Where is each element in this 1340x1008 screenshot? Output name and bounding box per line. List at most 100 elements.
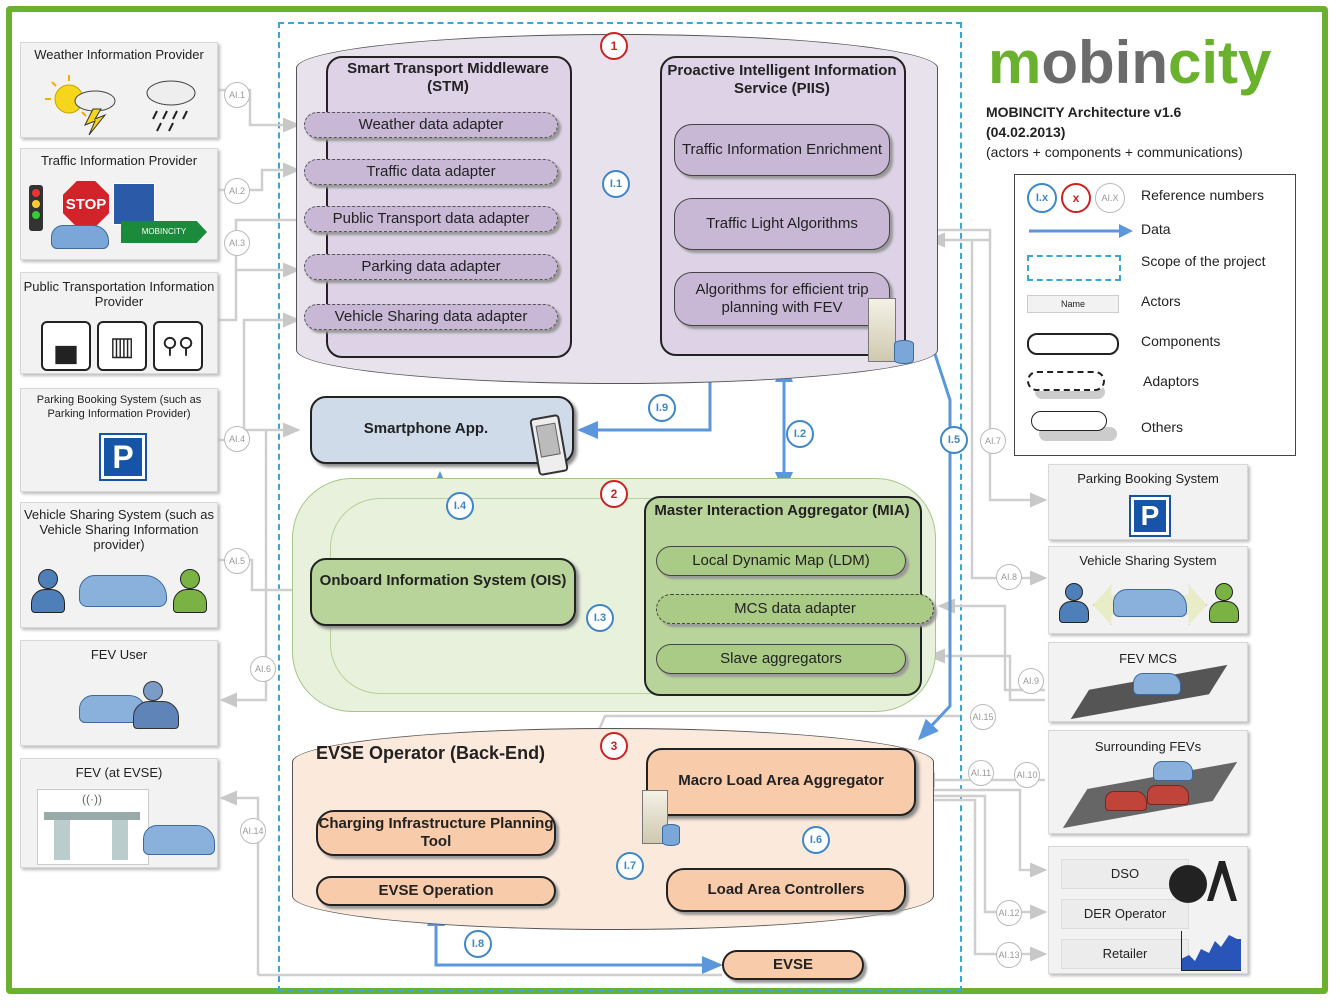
slave-aggregators: Slave aggregators: [656, 644, 906, 674]
header-title: MOBINCITY Architecture v1.6: [986, 104, 1182, 120]
stm-title: Smart Transport Middleware (STM): [347, 60, 549, 95]
legend-scope: Scope of the project: [1141, 253, 1266, 269]
arrow-i9: [577, 365, 712, 439]
ref-ai6: AI.6: [250, 656, 276, 682]
actor-weather-provider: Weather Information Provider: [20, 42, 218, 138]
ref-ai3: AI.3: [224, 230, 250, 256]
actor-weather-label: Weather Information Provider: [34, 47, 204, 62]
traffic-light-algorithms: Traffic Light Algorithms: [674, 198, 890, 250]
highway-sign-icon: [113, 183, 155, 225]
smartphone-app-component: [310, 396, 574, 464]
stop-sign-icon: STOP: [63, 181, 109, 227]
ref-i8: I.8: [464, 930, 492, 958]
parking-data-adapter: Parking data adapter: [304, 254, 558, 280]
legend-scope-box: [1027, 255, 1121, 281]
actor-retailer: Retailer: [1061, 939, 1189, 969]
car-icon: [51, 225, 109, 249]
ref-ai13: AI.13: [996, 942, 1022, 968]
logo-mid: obin: [1041, 29, 1168, 96]
parking-icon: P: [1129, 495, 1171, 537]
gear-icon: [1173, 869, 1203, 899]
legend: I.x x AI.X Reference numbers Data Scope …: [1014, 174, 1296, 456]
actor-traffic-provider: Traffic Information Provider STOP MOBINC…: [20, 148, 218, 260]
header-subtitle: (actors + components + communications): [986, 144, 1243, 160]
legend-components: Components: [1141, 333, 1221, 349]
actor-fev-evse-label: FEV (at EVSE): [75, 765, 163, 780]
car-icon: [79, 575, 167, 607]
ref-ai1: AI.1: [224, 82, 250, 108]
ref-i2: I.2: [786, 420, 814, 448]
actor-vehicle-sharing-right: Vehicle Sharing System: [1048, 546, 1248, 634]
legend-actors: Actors: [1141, 293, 1181, 309]
ref-ai12: AI.12: [996, 900, 1022, 926]
mobincity-sign: MOBINCITY: [121, 221, 207, 243]
ref-i5: I.5: [940, 426, 968, 454]
macro-load-area-aggregator: [646, 748, 916, 816]
legend-component-shape: [1027, 333, 1119, 355]
macro-load-area-aggregator-label: Macro Load Area Aggregator: [678, 772, 884, 789]
ref-i6: I.6: [802, 826, 830, 854]
user-green-icon: [1209, 583, 1239, 623]
evse-operator-title: EVSE Operator (Back-End): [316, 743, 546, 763]
actor-fev-mcs: FEV MCS: [1048, 642, 1248, 722]
ois-label: Onboard Information System (OIS): [319, 572, 567, 589]
mia-title: Master Interaction Aggregator (MIA): [654, 502, 910, 519]
car-red-icon: [1147, 785, 1189, 805]
legend-others: Others: [1141, 419, 1184, 435]
ref-i1: I.1: [602, 170, 630, 198]
car-icon: [1133, 673, 1181, 695]
user-blue-icon: [31, 569, 65, 613]
line-ai4: [218, 312, 301, 442]
traffic-light-icon: [29, 185, 43, 231]
line-ai7: [930, 228, 1048, 508]
load-area-controllers: Load Area Controllers: [666, 868, 906, 912]
car-blue-icon: [1153, 761, 1193, 781]
actor-der-operator: DER Operator: [1061, 899, 1189, 929]
actor-parking-booking-left: Parking Booking System (such as Parking …: [20, 388, 218, 492]
actor-retailer-label: Retailer: [1102, 946, 1148, 961]
smartphone-app-label: Smartphone App.: [363, 420, 489, 437]
actor-fev-user: FEV User: [20, 640, 218, 746]
bus-icon: ▄: [41, 321, 91, 371]
mobincity-logo: mobincity: [988, 26, 1318, 100]
actor-parking-label: Parking Booking System (such as Parking …: [36, 394, 202, 420]
actor-dso-label: DSO: [1110, 866, 1140, 881]
database-icon: [894, 340, 914, 364]
evse-component: EVSE: [722, 950, 864, 980]
actor-public-transport-label: Public Transportation Information Provid…: [23, 279, 215, 309]
line-ai13: [920, 798, 1048, 962]
actor-vehicle-sharing-left: Vehicle Sharing System (such as Vehicle …: [20, 502, 218, 628]
actor-parking-booking-label: Parking Booking System: [1077, 471, 1219, 486]
logo-suffix: city: [1167, 29, 1272, 96]
charging-station-icon: ((·)): [37, 789, 149, 865]
actor-traffic-label: Traffic Information Provider: [40, 153, 198, 168]
actor-der-operator-label: DER Operator: [1083, 906, 1167, 921]
traffic-data-adapter: Traffic data adapter: [304, 159, 558, 185]
ref-i3: I.3: [586, 604, 614, 632]
charging-infrastructure-planning-tool: Charging Infrastructure Planning Tool: [316, 810, 556, 856]
car-icon: [1113, 589, 1187, 617]
local-dynamic-map: Local Dynamic Map (LDM): [656, 546, 906, 576]
actor-surrounding-fevs-label: Surrounding FEVs: [1094, 739, 1202, 754]
header-date: (04.02.2013): [986, 124, 1066, 140]
legend-data-arrow: [1029, 224, 1133, 238]
ois-component: [310, 558, 576, 626]
actor-surrounding-fevs: Surrounding FEVs: [1048, 730, 1248, 834]
mcs-data-adapter: MCS data adapter: [656, 594, 934, 624]
zone-1-number: 1: [600, 32, 628, 60]
car-red-icon: [1105, 791, 1147, 811]
legend-ref-internal: I.x: [1027, 183, 1057, 213]
piis-title: Proactive Intelligent Information Servic…: [667, 62, 897, 97]
database-icon: [662, 824, 680, 846]
ref-ai5: AI.5: [224, 548, 250, 574]
traffic-information-enrichment: Traffic Information Enrichment: [674, 124, 890, 176]
actor-dso: DSO: [1061, 859, 1189, 889]
line-ai6: [219, 430, 268, 708]
actor-fev-at-evse: FEV (at EVSE) ((·)): [20, 758, 218, 868]
ref-ai15: AI.15: [970, 704, 996, 730]
ref-i9: I.9: [648, 394, 676, 422]
ref-ai7: AI.7: [980, 428, 1006, 454]
ref-ai2: AI.2: [224, 178, 250, 204]
vehicle-sharing-data-adapter: Vehicle Sharing data adapter: [304, 304, 558, 330]
legend-actor-box: Name: [1027, 295, 1119, 313]
